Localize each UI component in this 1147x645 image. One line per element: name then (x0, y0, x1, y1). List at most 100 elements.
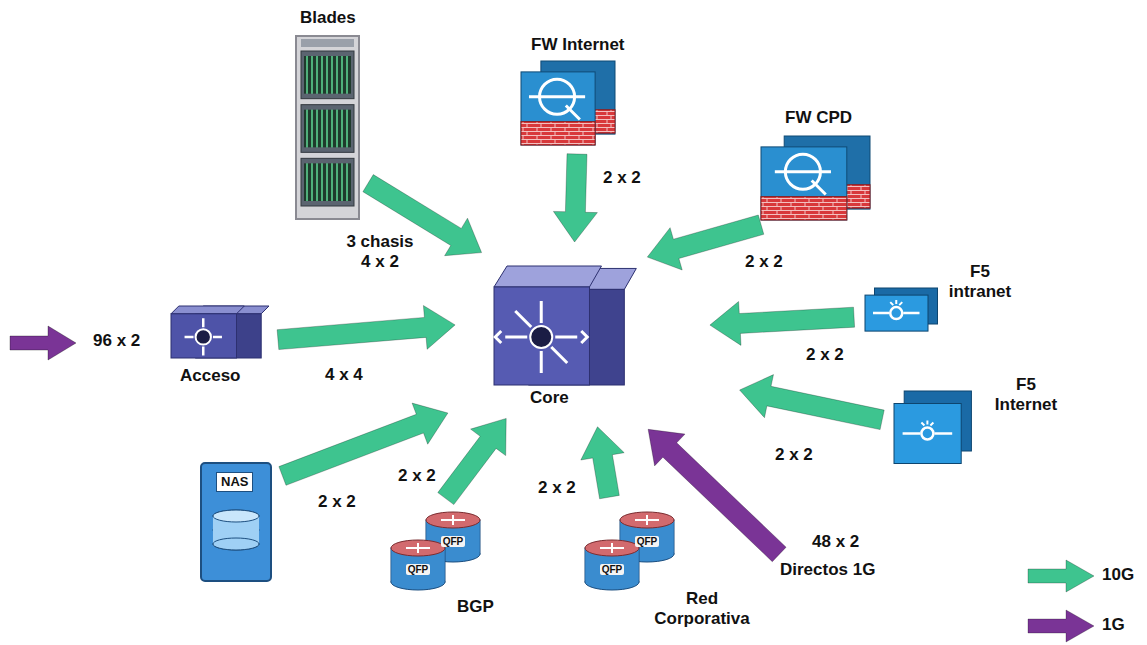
icon-part (600, 543, 624, 553)
fw-icon (760, 135, 870, 220)
label-holder: 2 x 2 (538, 478, 576, 498)
icon-part (865, 295, 928, 331)
label-holder: QFP (441, 536, 466, 547)
sw-icon (170, 305, 265, 360)
icon-part (635, 515, 659, 525)
device-node: Acceso (165, 300, 268, 390)
input-arrow (10, 326, 76, 360)
icon-part (426, 512, 480, 528)
icon-part (890, 307, 902, 319)
f5-icon (864, 287, 939, 332)
icon-part (530, 326, 552, 348)
icon-part (620, 512, 674, 528)
port-count: 96 x 2 (93, 331, 140, 351)
icon-part (903, 432, 953, 435)
device-label: F5 Internet (986, 375, 1066, 416)
device-node: F5 Internet (890, 375, 1069, 468)
label-holder: BGP (457, 597, 494, 617)
legend-text: 10G (1102, 565, 1134, 585)
core-icon (493, 265, 627, 387)
link-label: 2 x 2 (318, 492, 356, 512)
device-label: FW CPD (785, 108, 852, 128)
label-holder: Acceso (180, 366, 240, 386)
label-holder: FW Internet (531, 35, 625, 55)
link-label: 4 x 4 (325, 365, 363, 385)
label-holder: 4 x 4 (325, 365, 363, 385)
device-node: Blades (290, 8, 363, 223)
label-holder: 96 x 2 (93, 331, 140, 351)
label-holder: QFP (600, 564, 625, 575)
icon-part (171, 314, 237, 358)
link-label: 2 x 2 (603, 168, 641, 188)
icon-part (185, 318, 222, 355)
icon-part (304, 110, 351, 148)
link-arrow (710, 302, 855, 346)
device-label: Core (530, 388, 569, 408)
icon-part (301, 105, 354, 153)
device-label: BGP (457, 597, 494, 617)
chip-label: QFP (635, 536, 660, 547)
link-arrow (740, 375, 885, 430)
link-label: 2 x 2 (775, 445, 813, 465)
link-arrow (277, 306, 455, 350)
icon-part (494, 287, 589, 385)
icon-part (521, 122, 595, 145)
link-label: 2 x 2 (806, 345, 844, 365)
label-holder: 48 x 2 (812, 532, 859, 552)
router-icon (388, 510, 483, 595)
icon-part (296, 36, 359, 219)
icon-part (775, 172, 831, 195)
label-holder: 2 x 2 (603, 168, 641, 188)
label-holder: Blades (300, 8, 356, 28)
icon-part (171, 306, 244, 314)
device-node: Directos 1G (780, 560, 879, 584)
icon-part (213, 510, 259, 522)
label-holder: 2 x 2 (398, 466, 436, 486)
icon-part (505, 301, 577, 373)
label-holder: Core (530, 388, 569, 408)
device-node: BGP (385, 505, 497, 621)
link-label: 2 x 2 (538, 478, 576, 498)
device-node: F5 intranet (862, 262, 1023, 335)
fw-icon (520, 60, 615, 145)
device-node: Core (490, 262, 630, 412)
icon-part (873, 312, 920, 315)
legend-arrow (1028, 610, 1094, 642)
label-holder: 2 x 2 (806, 345, 844, 365)
label-holder: 10G (1102, 565, 1134, 585)
device-node: NAS (198, 460, 275, 585)
label-holder: 3 chasis 4 x 2 (340, 232, 420, 273)
device-label: Acceso (180, 366, 240, 386)
icon-part (890, 300, 902, 305)
label-holder: F5 Internet (986, 375, 1066, 416)
label-holder: QFP (635, 536, 660, 547)
device-label: Blades (300, 8, 356, 28)
label-holder: Directos 1G (780, 560, 875, 580)
chip-label: QFP (406, 564, 431, 575)
icon-part (304, 56, 351, 94)
link-label: 2 x 2 (745, 252, 783, 272)
label-holder: 2 x 2 (318, 492, 356, 512)
device-node: FW Internet (515, 35, 628, 148)
icon-part (894, 404, 961, 464)
legend-arrow (1028, 560, 1094, 592)
icon-part (301, 158, 354, 206)
link-arrow (438, 418, 506, 504)
device-label: F5 intranet (940, 262, 1020, 303)
icon-part (761, 147, 847, 220)
label-holder: 1G (1102, 615, 1125, 635)
label-holder: 2 x 2 (745, 252, 783, 272)
device-label: FW Internet (531, 35, 625, 55)
icon-part (761, 197, 847, 220)
icon-part (301, 39, 354, 47)
link-label: 2 x 2 (398, 466, 436, 486)
icon-part (441, 515, 465, 525)
icon-part (529, 97, 585, 120)
legend-swatch (1026, 558, 1096, 594)
icon-part (301, 51, 354, 99)
icon-part (213, 538, 259, 550)
router-icon (582, 510, 677, 595)
link-label: 48 x 2 (812, 532, 859, 552)
label-holder: NAS (216, 472, 253, 492)
link-label: 3 chasis 4 x 2 (340, 232, 420, 273)
